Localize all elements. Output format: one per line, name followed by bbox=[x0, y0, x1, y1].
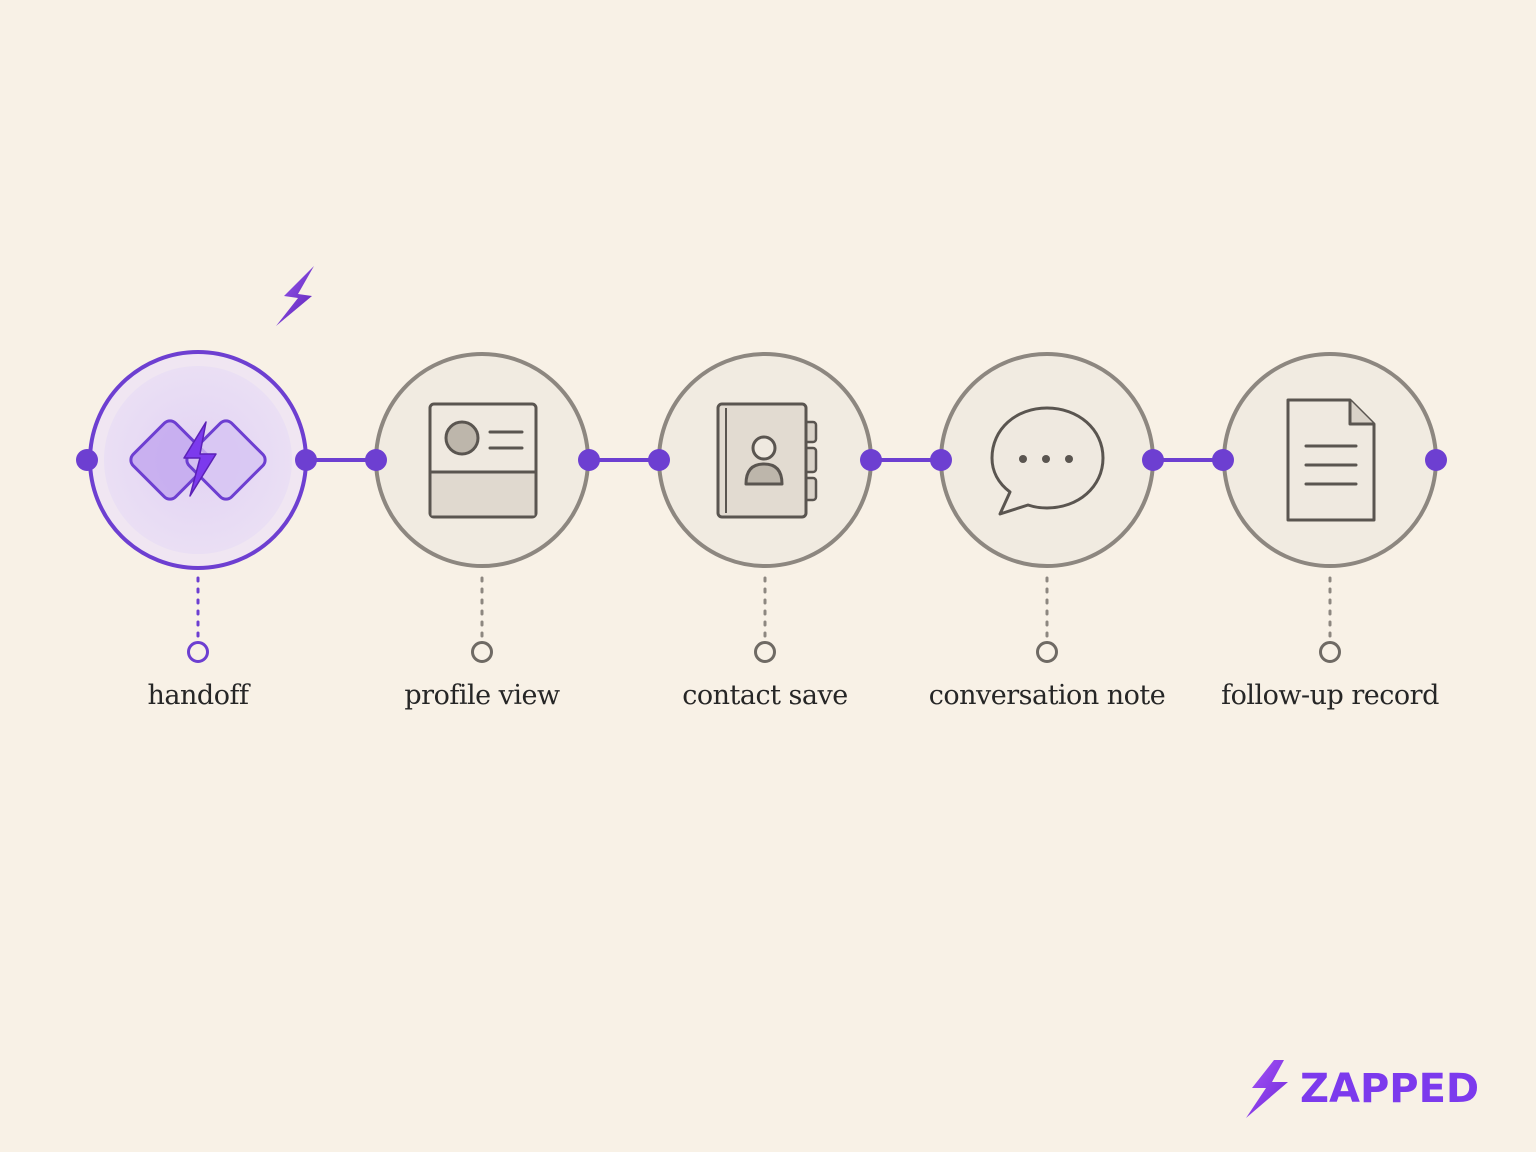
step-node-conversation-note[interactable] bbox=[939, 352, 1155, 568]
step-node-profile-view[interactable] bbox=[374, 352, 590, 568]
step-label-contact-save: contact save bbox=[682, 680, 848, 711]
step-label-follow-up-record: follow-up record bbox=[1221, 680, 1439, 711]
brand-logo: ZAPPED bbox=[1244, 1056, 1479, 1122]
step-label-conversation-note: conversation note bbox=[928, 680, 1166, 711]
address-book-icon bbox=[716, 402, 818, 519]
connector-dot bbox=[648, 449, 670, 471]
brand-name: ZAPPED bbox=[1300, 1066, 1480, 1112]
connector-dot bbox=[578, 449, 600, 471]
connector-dot bbox=[930, 449, 952, 471]
hollow-marker bbox=[471, 641, 493, 663]
hollow-marker bbox=[1319, 641, 1341, 663]
step-node-follow-up-record[interactable] bbox=[1222, 352, 1438, 568]
connector-dot bbox=[76, 449, 98, 471]
profile-card-icon bbox=[428, 402, 538, 519]
handoff-diamond-icon bbox=[129, 419, 267, 501]
step-node-handoff[interactable] bbox=[88, 266, 314, 570]
hollow-marker bbox=[754, 641, 776, 663]
step-label-profile-view: profile view bbox=[404, 680, 560, 711]
connector-dots bbox=[76, 449, 1447, 471]
connector-dot bbox=[1212, 449, 1234, 471]
connector-dot bbox=[295, 449, 317, 471]
connector-dot bbox=[365, 449, 387, 471]
connector-dot bbox=[1425, 449, 1447, 471]
document-icon bbox=[1286, 398, 1376, 522]
step-node-contact-save[interactable] bbox=[657, 352, 873, 568]
connector-dot bbox=[1142, 449, 1164, 471]
connector-dot bbox=[860, 449, 882, 471]
step-label-handoff: handoff bbox=[147, 680, 249, 711]
lightning-bolt-icon bbox=[1246, 1060, 1288, 1118]
spark-bolt-icon bbox=[276, 266, 314, 326]
chat-bubble-icon bbox=[990, 406, 1105, 516]
hollow-marker bbox=[187, 641, 209, 663]
hollow-marker bbox=[1036, 641, 1058, 663]
label-markers bbox=[187, 576, 1341, 663]
